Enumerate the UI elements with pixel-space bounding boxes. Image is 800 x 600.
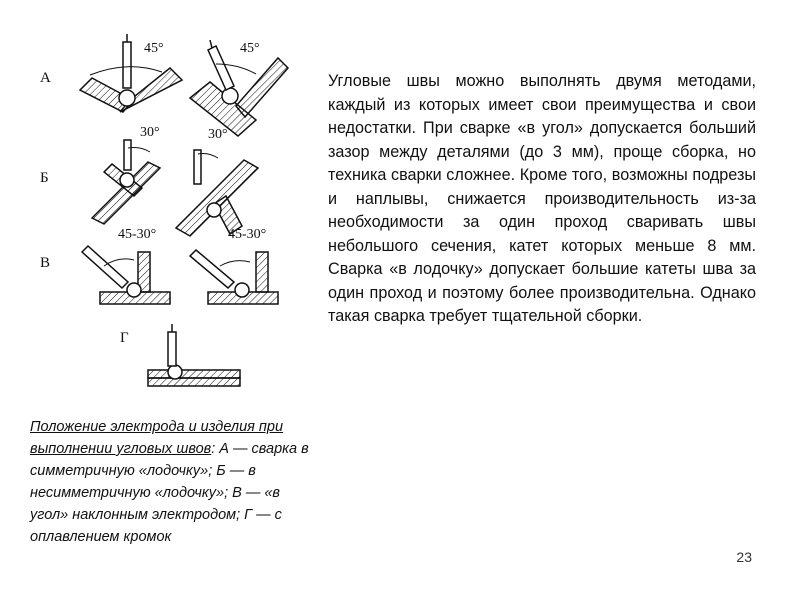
angle-label-b-right: 30° bbox=[208, 127, 228, 142]
angle-label-v-right: 45-30° bbox=[228, 227, 266, 242]
angle-label-v-left: 45-30° bbox=[118, 227, 156, 242]
row-label-a: А bbox=[40, 70, 51, 86]
diagram-a-right: 45° bbox=[188, 39, 290, 137]
figure-caption: Положение электрода и изделия при выполн… bbox=[30, 416, 320, 548]
diagram-a-left: 45° bbox=[78, 34, 184, 113]
welding-positions-figure: А Б В Г 45° 45° bbox=[30, 20, 320, 410]
caption-title: Положение электрода и изделия при выполн… bbox=[30, 419, 284, 457]
diagram-v-right: 45-30° bbox=[188, 227, 279, 305]
diagram-g bbox=[147, 324, 241, 387]
row-label-v: В bbox=[40, 255, 50, 271]
page-number: 23 bbox=[736, 549, 752, 565]
diagram-v-left: 45-30° bbox=[80, 227, 171, 305]
angle-label-a-right: 45° bbox=[240, 41, 260, 56]
body-paragraph: Угловые швы можно выполнять двумя метода… bbox=[328, 72, 756, 325]
diagram-b-right: 30° bbox=[174, 127, 260, 237]
caption-description: : А — сварка в симметричную «лодочку»; Б… bbox=[30, 441, 309, 545]
angle-label-a-left: 45° bbox=[144, 41, 164, 56]
diagram-b-left: 30° bbox=[90, 125, 162, 225]
row-label-b: Б bbox=[40, 170, 49, 186]
angle-label-b-left: 30° bbox=[140, 125, 160, 140]
row-label-g: Г bbox=[120, 330, 129, 346]
